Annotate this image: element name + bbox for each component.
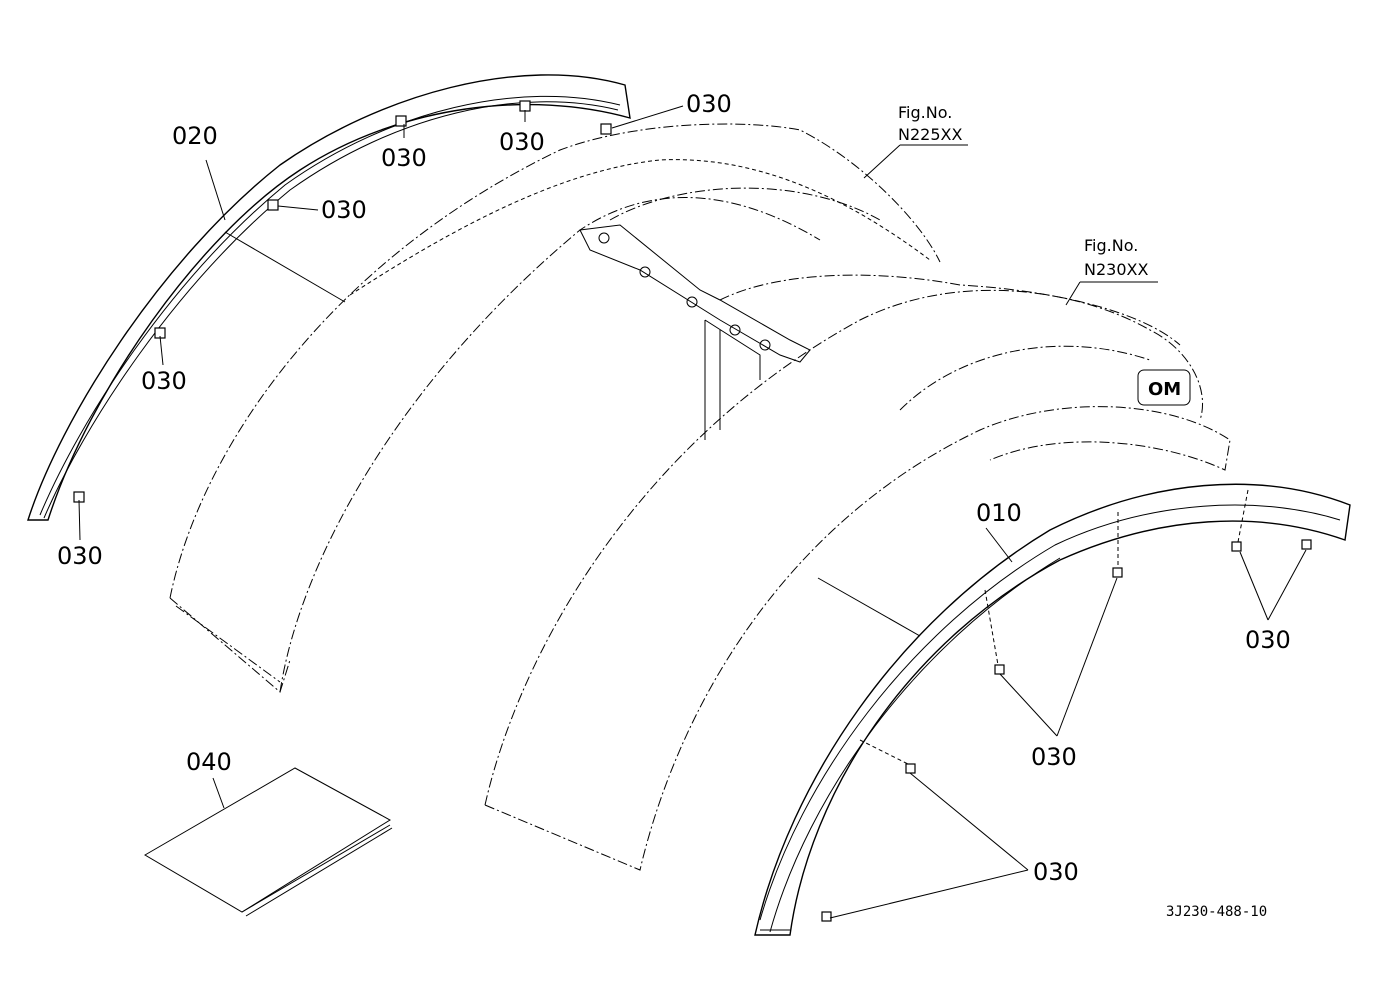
fig-ref-n225-line1: Fig.No. — [898, 103, 952, 122]
badge-mark: OM — [1148, 379, 1181, 400]
callout-030: 030 — [1031, 743, 1077, 771]
clip-icon — [1231, 541, 1242, 552]
left-fender-outline — [169, 123, 941, 693]
clip-icon — [1112, 567, 1123, 578]
clip-icon — [905, 763, 916, 774]
callout-040: 040 — [186, 748, 232, 776]
callout-030: 030 — [1245, 626, 1291, 654]
callout-030: 030 — [499, 128, 545, 156]
callout-010: 010 — [976, 499, 1022, 527]
callout-030: 030 — [1033, 858, 1079, 886]
callout-030: 030 — [686, 90, 732, 118]
clip-icon — [395, 115, 407, 127]
leader-lines — [78, 105, 1307, 919]
clip-icon — [267, 199, 279, 211]
callout-020: 020 — [172, 122, 218, 150]
callout-030: 030 — [141, 367, 187, 395]
clip-icon — [994, 664, 1005, 675]
callout-030: 030 — [57, 542, 103, 570]
fender-trim-010 — [754, 483, 1351, 936]
fender-trim-020 — [27, 74, 631, 521]
clip-icon — [1301, 539, 1312, 550]
callout-030: 030 — [381, 144, 427, 172]
center-bracket — [579, 224, 811, 440]
clip-icon — [821, 911, 832, 922]
clip-icon — [600, 123, 612, 135]
callout-030: 030 — [321, 196, 367, 224]
fig-ref-n230-line2: N230XX — [1084, 260, 1148, 279]
fig-ref-n225-line2: N225XX — [898, 125, 962, 144]
clips-030 — [73, 100, 1312, 922]
sheet-040 — [144, 767, 393, 917]
clip-icon — [519, 100, 531, 112]
fig-ref-n230-line1: Fig.No. — [1084, 236, 1138, 255]
drawing-code: 3J230-488-10 — [1166, 904, 1267, 920]
right-fender-outline: OM — [484, 274, 1231, 871]
